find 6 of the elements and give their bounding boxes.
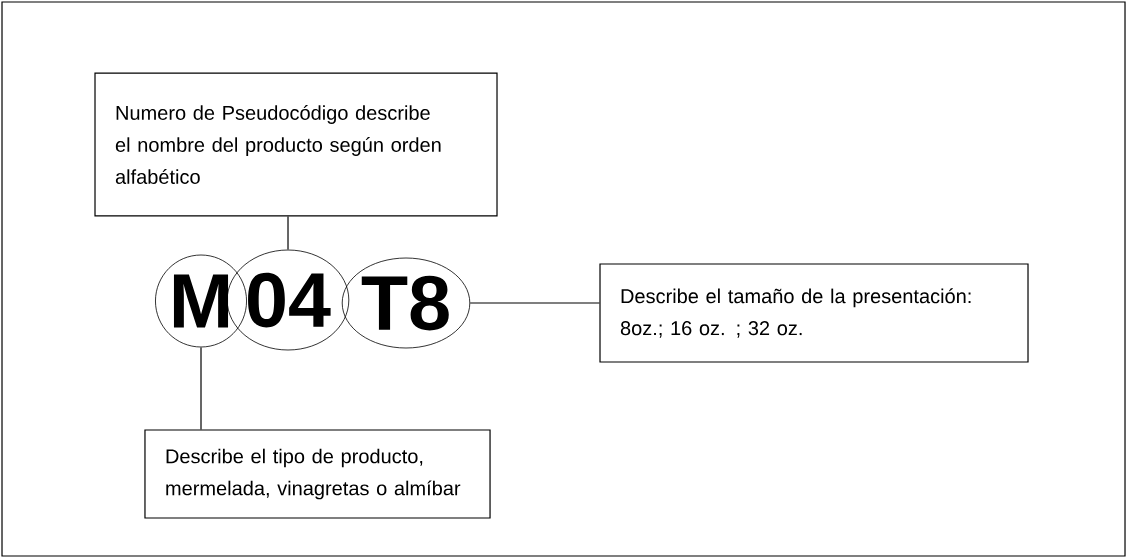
connector-line — [469, 302, 600, 304]
text-box: Numero de Pseudocódigo describe el nombre del producto según orden alfabético — [94, 72, 498, 217]
text-box: Describe el tipo de producto, mermelada, vinagretas o almíbar — [144, 429, 491, 519]
text-box: Describe el tamaño de la presentación: 8oz.; 16 oz. ; 32 oz. — [599, 263, 1029, 363]
connector-line — [200, 346, 202, 430]
connector-line — [287, 215, 289, 251]
